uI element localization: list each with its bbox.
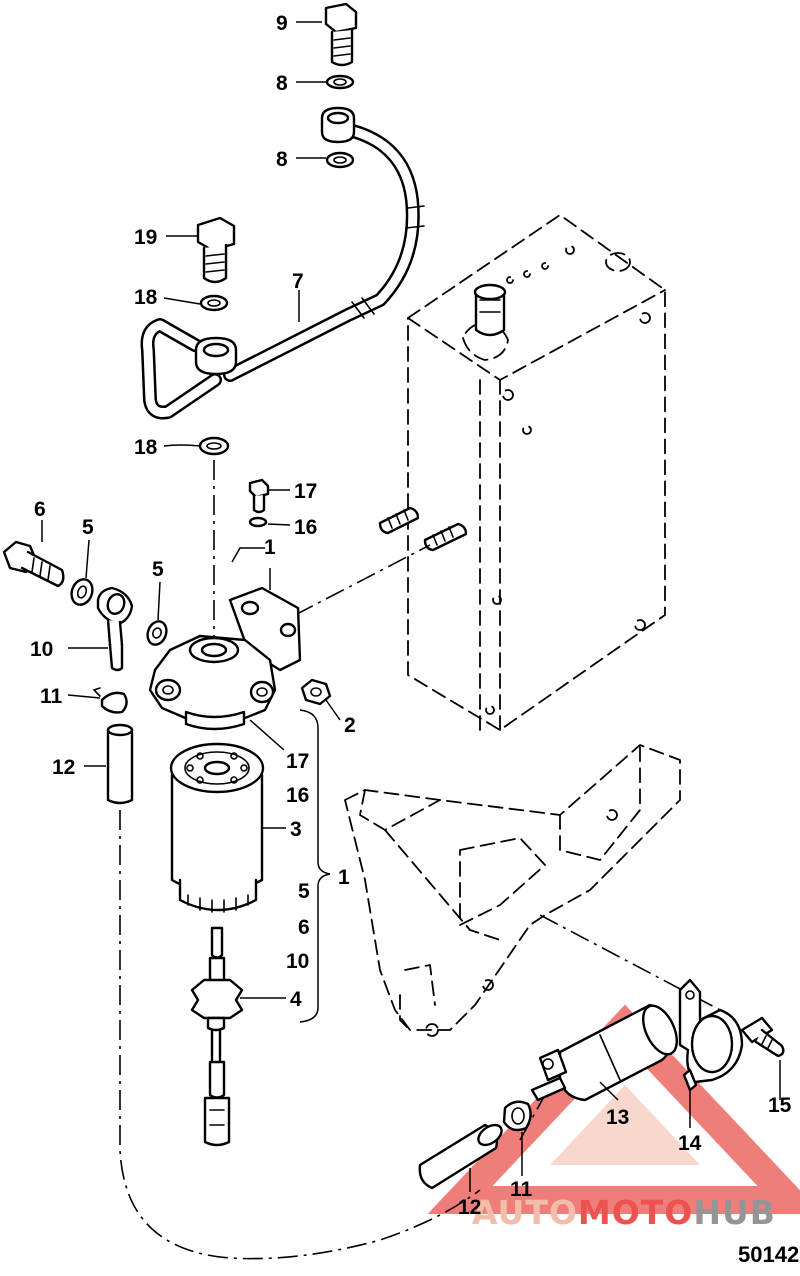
watermark-hub: HUB: [693, 1193, 776, 1232]
callout-18-bottom: 18: [134, 436, 158, 459]
watermark-auto: AUTO: [472, 1193, 578, 1232]
callout-8-top: 8: [276, 72, 288, 95]
banjo-fitting-left: [96, 586, 134, 672]
callout-6: 6: [34, 498, 46, 521]
callout-10-column: 10: [286, 950, 309, 973]
callout-15: 15: [768, 1094, 792, 1117]
callout-16-top: 16: [294, 516, 317, 539]
callout-12-left: 12: [52, 756, 75, 779]
svg-text:AUTOMOTOHUB: AUTOMOTOHUB: [472, 1193, 776, 1232]
screw-15: [740, 1016, 785, 1058]
fuel-filter-element-3: [169, 742, 265, 913]
callout-8-bottom: 8: [276, 148, 288, 171]
sealing-washer-8-bottom: [325, 151, 355, 169]
mounting-studs: [378, 506, 468, 552]
sealing-washer-5-left: [70, 578, 94, 606]
watermark-logo: AUTOMOTOHUB: [427, 1004, 800, 1232]
hose-clamp-11-left: [92, 687, 128, 714]
callout-9: 9: [276, 12, 288, 35]
filter-head-assembly: [148, 586, 302, 731]
callout-7: 7: [292, 270, 304, 293]
banjo-bolt-19: [196, 216, 236, 284]
callout-5-right: 5: [152, 558, 164, 581]
pump-bracket-14: [678, 978, 744, 1092]
sealing-washer-8-top: [325, 74, 355, 90]
screw-17-top: [248, 478, 270, 514]
callout-14: 14: [678, 1132, 702, 1155]
banjo-fitting-mid: [194, 336, 238, 376]
engine-sensor: [462, 283, 509, 361]
callout-13: 13: [606, 1106, 629, 1129]
callout-labels: 9 8 8 19 7 18 18 17 16 6 5 5 1 10 11 2 1…: [30, 12, 799, 1267]
fuel-line-7: [140, 121, 425, 420]
hose-clamp-11-right: [502, 1100, 532, 1132]
callout-17-top: 17: [294, 480, 317, 503]
electric-fuel-pump-13: [530, 1003, 678, 1102]
fuel-route-line: [119, 810, 481, 1260]
callout-6-column: 6: [298, 916, 310, 939]
sealing-washer-5-right: [146, 620, 168, 646]
callout-3: 3: [290, 818, 302, 841]
banjo-bolt-6: [2, 540, 65, 588]
callout-10-left: 10: [30, 638, 53, 661]
callout-18-top: 18: [134, 286, 158, 309]
leader-lines: [41, 21, 781, 1192]
callout-19: 19: [134, 226, 157, 249]
drain-valve-4: [190, 926, 244, 1147]
watermark-moto: MOTO: [578, 1193, 693, 1232]
mounting-bracket-outline: [344, 744, 681, 1037]
fuel-hose-12-left: [106, 723, 134, 805]
banjo-fitting-top: [320, 106, 356, 144]
callout-12-right: 12: [458, 1196, 481, 1219]
callout-2: 2: [344, 714, 356, 737]
sealing-washer-18-top: [199, 294, 229, 312]
callout-16-column: 16: [286, 784, 309, 807]
callout-5-left: 5: [82, 516, 94, 539]
banjo-bolt-9: [324, 2, 358, 67]
figure-number: 50142: [738, 1242, 799, 1267]
washer-16-top: [248, 516, 268, 528]
callout-17-column: 17: [286, 750, 309, 773]
callout-11-left: 11: [40, 685, 63, 708]
nut-2: [300, 678, 332, 706]
callout-4: 4: [290, 988, 302, 1011]
callout-11-right: 11: [510, 1178, 533, 1201]
callout-1-brace: 1: [338, 866, 350, 889]
fuel-hose-12-right: [418, 1123, 503, 1190]
sealing-washer-18-bottom: [198, 436, 230, 456]
callout-5-column: 5: [298, 880, 310, 903]
engine-block-outline: [407, 214, 666, 731]
callout-1-top: 1: [264, 536, 276, 559]
